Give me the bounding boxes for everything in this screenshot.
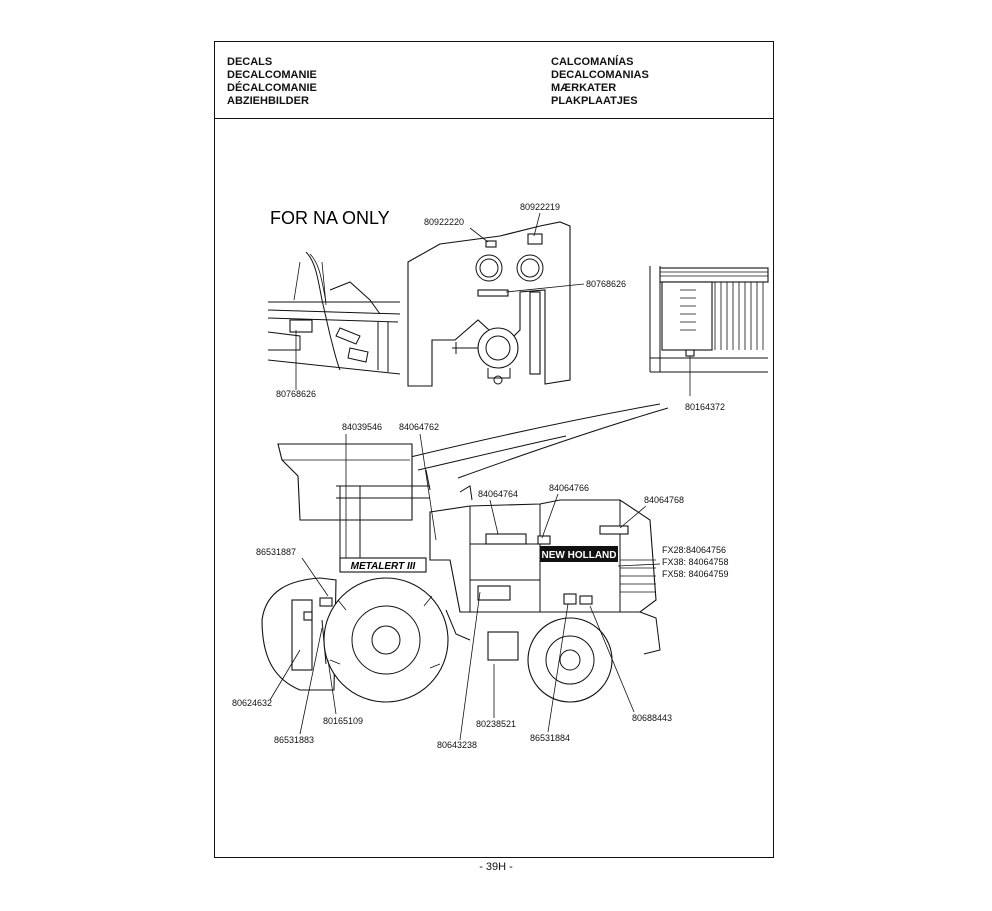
part-label: 84064768	[644, 495, 684, 505]
part-label: 80643238	[437, 740, 477, 750]
part-label: 80922219	[520, 202, 560, 212]
title-nl: PLAKPLAATJES	[551, 95, 638, 107]
part-label: 80238521	[476, 719, 516, 729]
part-label: 84064762	[399, 422, 439, 432]
title-fr: DÉCALCOMANIE	[227, 82, 317, 94]
part-label: 80768626	[586, 279, 626, 289]
metalert-decal-text: METALERT III	[351, 561, 416, 572]
part-label: 80688443	[632, 713, 672, 723]
brand-decal	[540, 546, 618, 562]
detail-view-right: 80164372	[649, 266, 769, 412]
part-label: FX58: 84064759	[662, 569, 729, 579]
part-label: FX28:84064756	[662, 545, 726, 555]
radiator-fins	[714, 282, 764, 350]
detail-view-center: 80922220 80922219 80768626	[407, 202, 626, 387]
title-header: DECALS DECALCOMANIE DÉCALCOMANIE ABZIEHB…	[215, 42, 773, 119]
part-label: 80164372	[685, 402, 725, 412]
part-label: FX38: 84064758	[662, 557, 729, 567]
part-label: 80768626	[276, 389, 316, 399]
part-label: 84039546	[342, 422, 382, 432]
page-frame: DECALS DECALCOMANIE DÉCALCOMANIE ABZIEHB…	[214, 41, 774, 858]
title-left-column: DECALS DECALCOMANIE DÉCALCOMANIE ABZIEHB…	[227, 56, 317, 108]
harvester-main-view: NEW HOLLAND METALERT III 84039546 840647…	[232, 403, 729, 750]
part-label: 86531884	[530, 733, 570, 743]
part-label: 80922220	[424, 217, 464, 227]
title-da: MÆRKATER	[551, 82, 617, 94]
na-only-label: FOR NA ONLY	[270, 208, 390, 228]
title-de: ABZIEHBILDER	[227, 95, 309, 107]
part-label: 80624632	[232, 698, 272, 708]
title-pt: DECALCOMANIAS	[551, 69, 649, 81]
title-es: CALCOMANÍAS	[551, 56, 634, 68]
title-it: DECALCOMANIE	[227, 69, 317, 81]
title-en: DECALS	[227, 56, 273, 68]
page-number: - 39H -	[479, 861, 513, 873]
brand-decal-text: NEW HOLLAND	[542, 550, 617, 561]
part-label: 84064766	[549, 483, 589, 493]
part-label: 80165109	[323, 716, 363, 726]
part-label: 86531883	[274, 735, 314, 745]
detail-view-left: 80768626	[267, 251, 401, 399]
title-right-column: CALCOMANÍAS DECALCOMANIAS MÆRKATER PLAKP…	[551, 56, 649, 108]
part-label: 84064764	[478, 489, 518, 499]
part-label: 86531887	[256, 547, 296, 557]
